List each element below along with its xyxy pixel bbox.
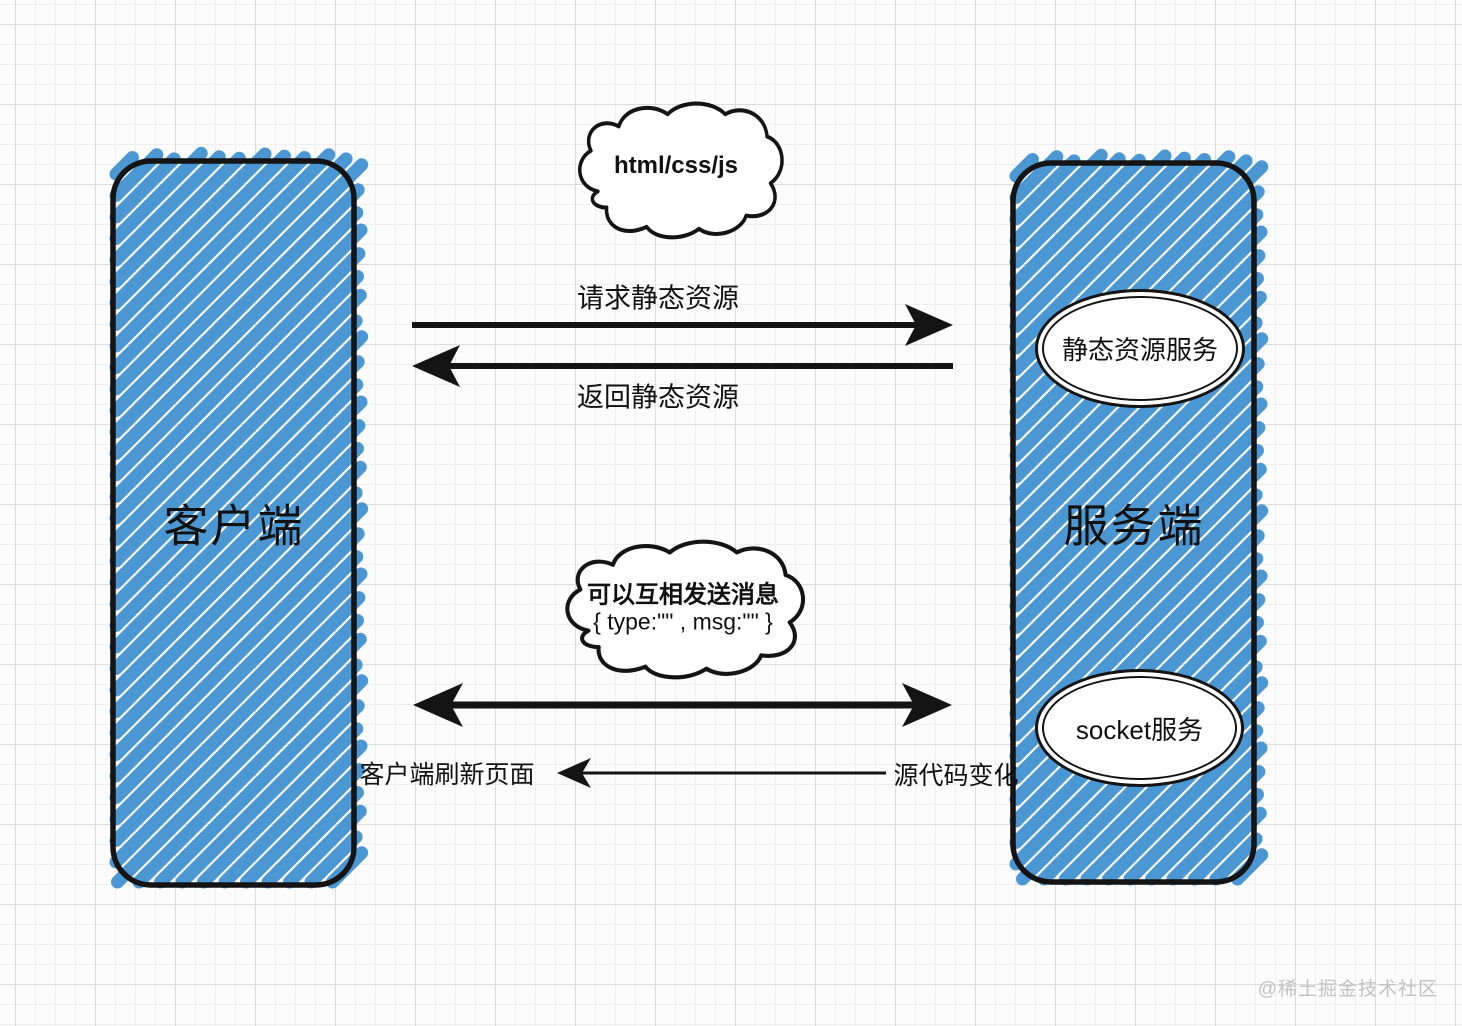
watermark: @稀土掘金技术社区 bbox=[1257, 979, 1438, 1000]
socket-service-inner-ring: socket服务 bbox=[1042, 676, 1237, 780]
socket-service-label: socket服务 bbox=[1075, 714, 1204, 745]
reload-arrow bbox=[557, 758, 886, 788]
client-box-label: 客户端 bbox=[163, 500, 305, 552]
server-box-label: 服务端 bbox=[1063, 500, 1205, 552]
static-resource-service-inner-ring: 静态资源服务 bbox=[1042, 296, 1238, 401]
message-cloud bbox=[565, 539, 806, 680]
response-arrow-label: 返回静态资源 bbox=[577, 382, 739, 413]
request-arrow-label: 请求静态资源 bbox=[577, 283, 739, 314]
reload-arrow-right-label: 源代码变化 bbox=[893, 762, 1019, 790]
socket-double-arrow bbox=[413, 683, 952, 727]
html-css-js-cloud bbox=[578, 101, 784, 240]
reload-arrow-left-label: 客户端刷新页面 bbox=[359, 761, 535, 789]
static-resource-service-ellipse: 静态资源服务 bbox=[1035, 289, 1245, 408]
message-cloud-line2: { type:"" , msg:"" } bbox=[593, 608, 773, 635]
client-box bbox=[109, 146, 369, 889]
socket-service-ellipse: socket服务 bbox=[1035, 669, 1244, 787]
static-resource-service-label: 静态资源服务 bbox=[1061, 335, 1218, 365]
html-css-js-cloud-label: html/css/js bbox=[613, 152, 739, 179]
message-cloud-line1: 可以互相发送消息 bbox=[587, 581, 779, 609]
